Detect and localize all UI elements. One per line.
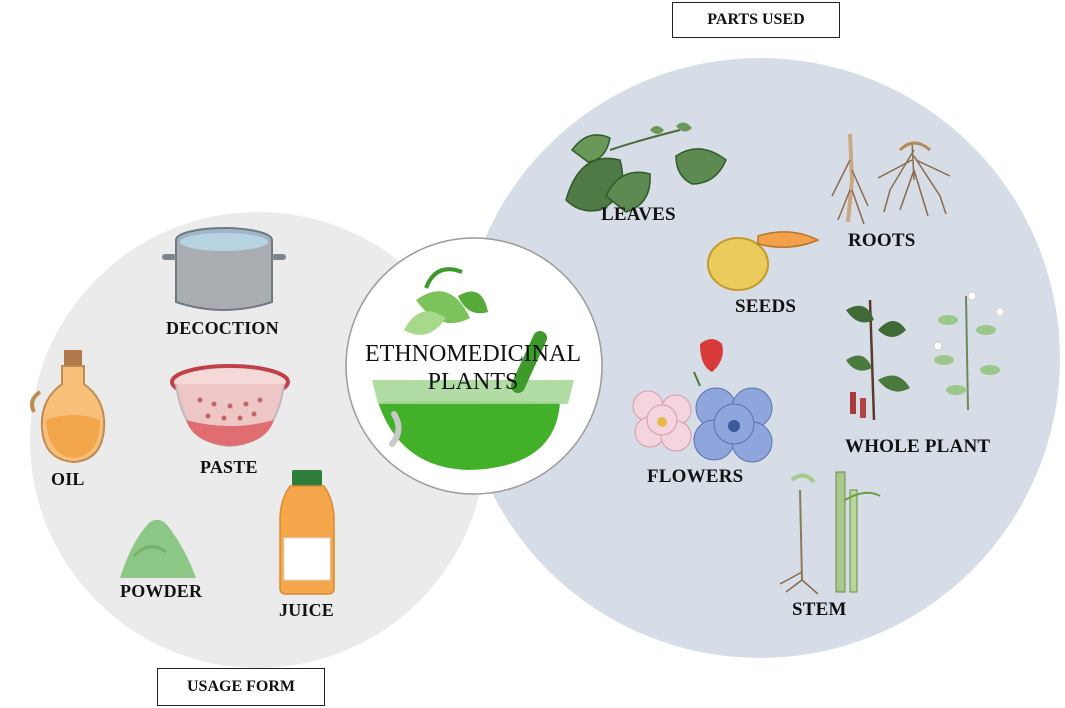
leaves-icon: [565, 122, 727, 213]
powder-pile-icon: [120, 519, 196, 578]
center-title-line1: ETHNOMEDICINAL: [365, 341, 581, 367]
label-seeds: SEEDS: [735, 296, 797, 317]
seeds-icon: [707, 231, 820, 291]
ethnomedicinal-plants-title: ETHNOMEDICINAL PLANTS: [348, 340, 598, 396]
oil-bottle-icon: [30, 350, 106, 464]
colander-icon: [170, 364, 290, 448]
label-paste: PASTE: [200, 457, 258, 477]
parts-used-circle: [460, 58, 1060, 658]
pot-icon: [162, 227, 286, 311]
juice-bottle-icon: [279, 470, 335, 595]
label-flowers: FLOWERS: [647, 466, 744, 487]
label-stem: STEM: [792, 599, 847, 620]
flowers-icon: [632, 339, 773, 463]
usage-form-title: USAGE FORM: [157, 668, 325, 706]
center-title-line2: PLANTS: [427, 369, 519, 395]
whole-plant-icon: [846, 291, 1005, 421]
label-juice: JUICE: [279, 600, 335, 620]
label-oil: OIL: [51, 469, 85, 489]
mortar-pestle-icon: [372, 267, 574, 470]
stem-icon: [779, 471, 881, 595]
label-whole-plant: WHOLE PLANT: [845, 436, 991, 457]
roots-icon: [831, 133, 951, 225]
label-decoction: DECOCTION: [166, 318, 279, 338]
label-roots: ROOTS: [848, 230, 916, 251]
label-leaves: LEAVES: [601, 204, 676, 225]
parts-used-title: PARTS USED: [672, 2, 840, 38]
label-powder: POWDER: [120, 581, 203, 601]
